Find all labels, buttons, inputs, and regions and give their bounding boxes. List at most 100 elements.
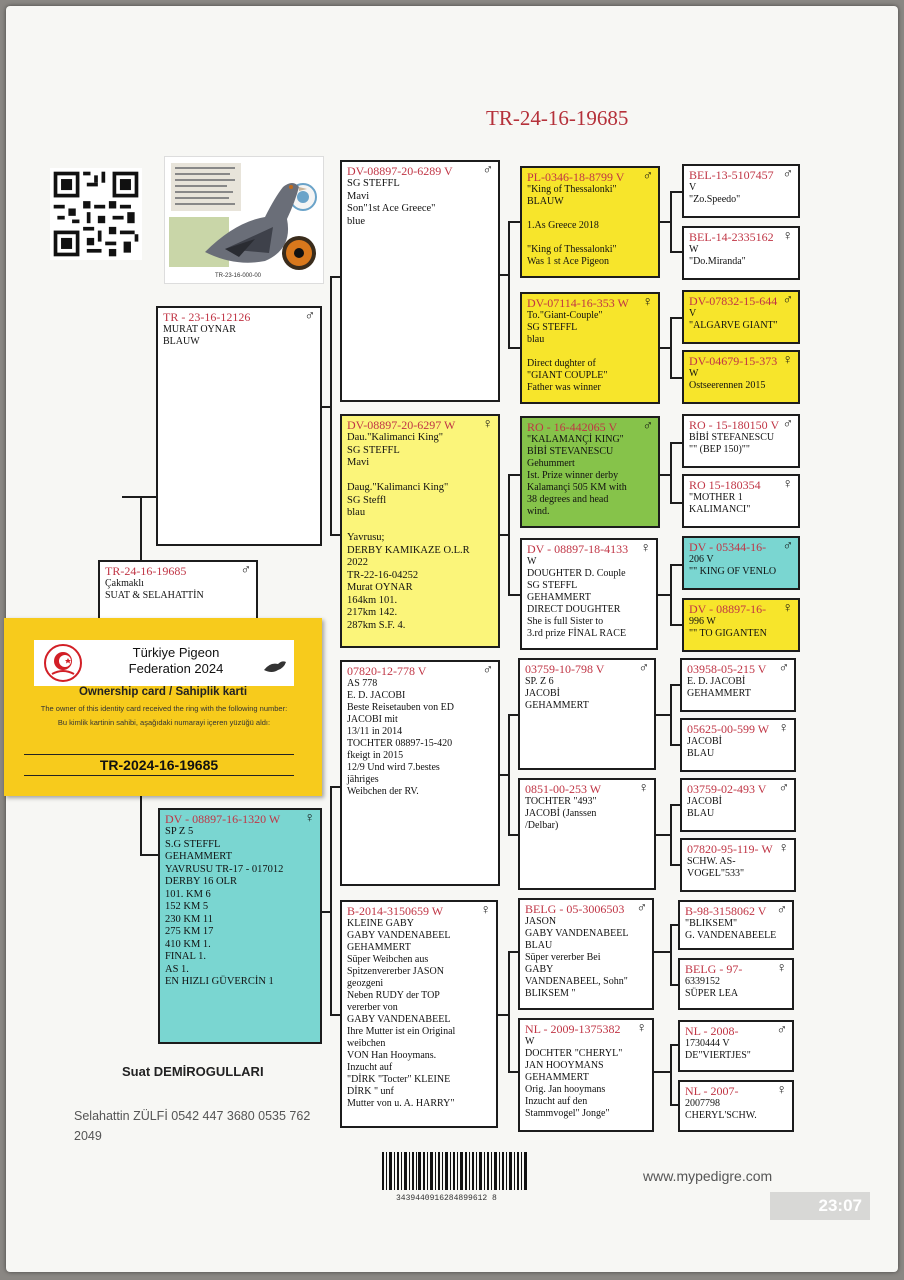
connector xyxy=(670,864,682,866)
female-icon: ♀ xyxy=(482,417,493,432)
pigeon-info: "King of Thessalonki" BLAUW 1.As Greece … xyxy=(527,184,617,267)
ring-number: 0851-00-253 W xyxy=(525,782,602,796)
ring-number: NL - 2009-1375382 xyxy=(525,1022,621,1036)
ring-number: DV-08897-20-6297 W xyxy=(347,418,456,432)
qr-code xyxy=(50,168,142,260)
connector xyxy=(508,714,510,836)
pigeon-info: 206 V "" KING OF VENLO xyxy=(689,554,777,577)
connector xyxy=(654,1071,672,1073)
connector xyxy=(670,442,672,504)
male-icon: ♂ xyxy=(482,663,493,678)
ring-number: BEL-14-2335162 xyxy=(689,230,774,244)
male-icon: ♂ xyxy=(482,163,493,178)
pigeon-info: KLEINE GABY GABY VANDENABEEL GEHAMMERT S… xyxy=(347,918,456,1109)
ring-number: DV-04679-15-373 xyxy=(689,354,778,368)
ancestor-box: 03958-05-215 V ♂ E. D. JACOBİ GEHAMMERT xyxy=(680,658,796,712)
federation-logo-icon xyxy=(44,644,82,682)
connector xyxy=(660,474,672,476)
ancestor-box: 03759-02-493 V ♂ JACOBİ BLAU xyxy=(680,778,796,832)
card-header: Türkiye Pigeon Federation 2024 xyxy=(34,640,294,686)
connector xyxy=(670,924,682,926)
ring-number: BELG - 97- xyxy=(685,962,743,976)
ring-number: BEL-13-5107457 xyxy=(689,168,774,182)
connector xyxy=(656,714,672,716)
female-icon: ♀ xyxy=(636,1021,647,1036)
connector xyxy=(670,317,672,379)
pigeon-info: 2007798 CHERYL'SCHW. xyxy=(685,1098,757,1121)
ring-number-card: TR-2024-16-19685 xyxy=(24,754,294,776)
ancestor-box: DV - 05344-16- ♂ 206 V "" KING OF VENLO xyxy=(682,536,800,590)
connector xyxy=(670,624,682,626)
connector xyxy=(670,564,672,626)
connector xyxy=(660,221,672,223)
connector xyxy=(498,274,510,276)
ring-number: RO - 16-442065 V xyxy=(527,420,618,434)
pigeon-info: Çakmaklı SUAT & SELAHATTİN xyxy=(105,578,204,601)
pigeon-info: AS 778 E. D. JACOBI Beste Reisetauben vo… xyxy=(347,678,454,797)
connector xyxy=(330,786,332,1016)
female-icon: ♀ xyxy=(304,811,315,826)
connector xyxy=(508,221,510,349)
connector xyxy=(318,406,332,408)
pedigree-title: TR-24-16-19685 xyxy=(486,106,629,130)
pigeon-info: 1730444 V DE"VIERTJES" xyxy=(685,1038,751,1061)
ancestor-box: RO - 16-442065 V ♂ "KALAMANÇİ KING" BİBİ… xyxy=(520,416,660,528)
male-icon: ♂ xyxy=(642,169,653,184)
ancestor-box: DV-07832-15-644 ♂ V "ALGARVE GIANT" xyxy=(682,290,800,344)
ancestor-box: RO - 15-180150 V ♂ BİBİ STEFANESCU "" (B… xyxy=(682,414,800,468)
pigeon-info: SCHW. AS- VOGEL"533" xyxy=(687,856,745,879)
ring-number: TR-24-16-19685 xyxy=(105,564,187,578)
male-icon: ♂ xyxy=(778,661,789,676)
female-icon: ♀ xyxy=(642,295,653,310)
ring-number: DV - 08897-16-1320 W xyxy=(165,812,281,826)
male-icon: ♂ xyxy=(642,419,653,434)
pigeon-info: To."Giant-Couple" SG STEFFL blau Direct … xyxy=(527,310,608,393)
connector xyxy=(508,347,520,349)
male-icon: ♂ xyxy=(304,309,315,324)
pigeon-info: 996 W "" TO GIGANTEN xyxy=(689,616,767,639)
ownership-card: Türkiye Pigeon Federation 2024 Ownership… xyxy=(4,618,322,796)
pigeon-info: JACOBİ BLAU xyxy=(687,736,723,759)
ancestor-box: B-98-3158062 V ♂ "BLIKSEM" G. VANDENABEE… xyxy=(678,900,794,950)
ancestor-box: DV - 08897-18-4133 ♀ W DOUGHTER D. Coupl… xyxy=(520,538,658,650)
connector xyxy=(330,276,332,536)
ring-number: 07820-95-119- W xyxy=(687,842,773,856)
ancestor-box: BEL-14-2335162 ♀ W "Do.Miranda" xyxy=(682,226,800,280)
pigeon-info: "MOTHER 1 KALIMANCI" xyxy=(689,492,751,515)
ancestor-box: DV-04679-15-373 ♀ W Ostseerennen 2015 xyxy=(682,350,800,404)
male-icon: ♂ xyxy=(782,167,793,182)
male-icon: ♂ xyxy=(776,903,787,918)
pigeon-info: SP Z 5 S.G STEFFL GEHAMMERT YAVRUSU TR-1… xyxy=(165,826,284,987)
ancestor-box: 07820-95-119- W ♀ SCHW. AS- VOGEL"533" xyxy=(680,838,796,892)
connector xyxy=(330,1014,342,1016)
card-description: The owner of this identity card received… xyxy=(24,704,304,728)
pigeon-info: 6339152 SÜPER LEA xyxy=(685,976,739,999)
ring-number: TR - 23-16-12126 xyxy=(163,310,251,324)
connector xyxy=(670,502,682,504)
ring-number: DV - 08897-16- xyxy=(689,602,767,616)
male-icon: ♂ xyxy=(638,661,649,676)
pigeon-info: MURAT OYNAR BLAUW xyxy=(163,324,236,347)
card-description-tr: Bu kimlik kartinin sahibi, aşağıdaki num… xyxy=(57,718,271,727)
sire-box: TR - 23-16-12126 ♂ MURAT OYNAR BLAUW xyxy=(156,306,322,546)
pigeon-info: SG STEFFL Mavi Son"1st Ace Greece" blue xyxy=(347,178,436,227)
connector xyxy=(508,594,520,596)
female-icon: ♀ xyxy=(638,781,649,796)
contact-info: Selahattin ZÜLFİ 0542 447 3680 0535 762 … xyxy=(74,1109,311,1143)
ring-number: B-2014-3150659 W xyxy=(347,904,444,918)
federation-name: Türkiye Pigeon Federation 2024 xyxy=(128,645,224,676)
female-icon: ♀ xyxy=(776,961,787,976)
connector xyxy=(508,221,520,223)
pigeon-info: SP. Z 6 JACOBİ GEHAMMERT xyxy=(525,676,589,711)
connector xyxy=(660,347,672,349)
pigeon-info: W Ostseerennen 2015 xyxy=(689,368,766,391)
connector xyxy=(330,276,342,278)
connector xyxy=(670,191,682,193)
ring-number: PL-0346-18-8799 V xyxy=(527,170,625,184)
female-icon: ♀ xyxy=(778,721,789,736)
pigeon-info: W "Do.Miranda" xyxy=(689,244,746,267)
pigeon-info: TOCHTER "493" JACOBİ (Janssen /Delbar) xyxy=(525,796,597,831)
ancestor-box: NL - 2009-1375382 ♀ W DOCHTER "CHERYL" J… xyxy=(518,1018,654,1132)
ring-number: DV-07114-16-353 W xyxy=(527,296,629,310)
owner-name: Suat DEMİROGULLARI xyxy=(122,1064,264,1079)
